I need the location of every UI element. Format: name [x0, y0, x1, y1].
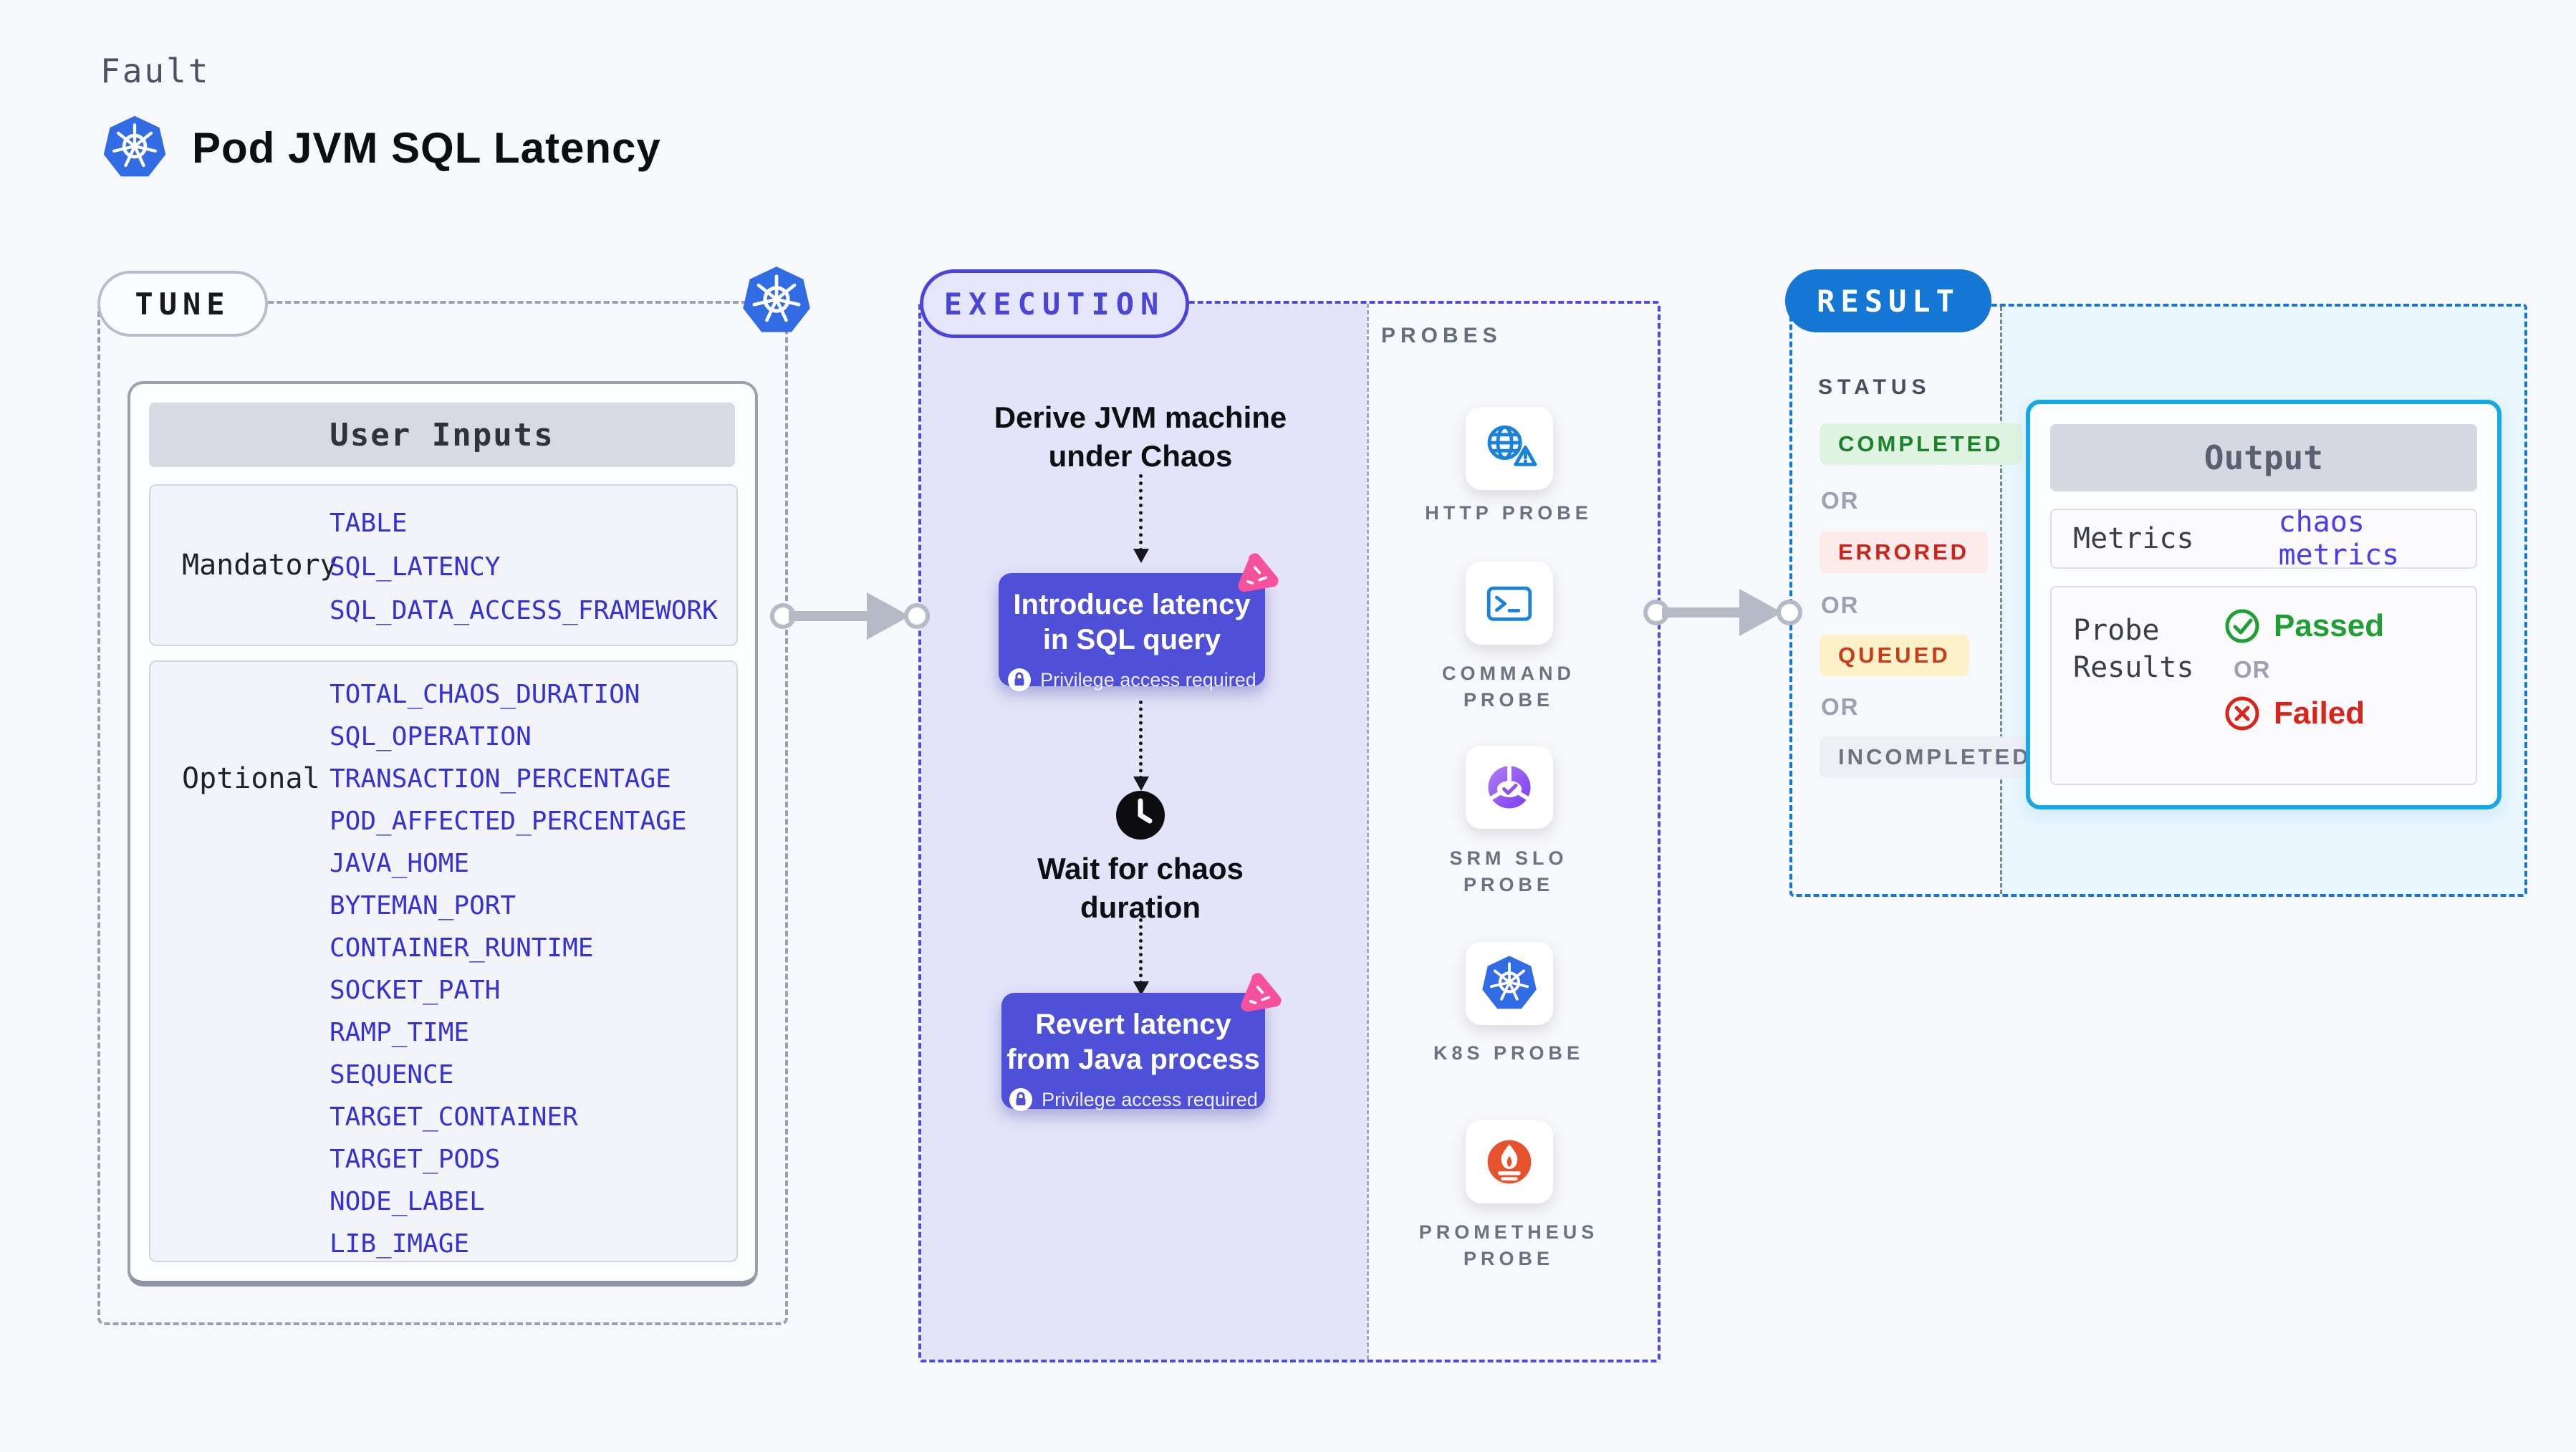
- env-var: POD_AFFECTED_PERCENTAGE: [330, 807, 687, 836]
- prometheus-probe-card: [1466, 1120, 1553, 1203]
- probe-results-label: Probe Results: [2073, 614, 2194, 684]
- env-var: RAMP_TIME: [330, 1018, 470, 1047]
- probe-label: HTTP PROBE: [1425, 502, 1592, 524]
- env-var: JAVA_HOME: [330, 849, 470, 878]
- probe-results-row: Probe Results Passed OR Failed: [2050, 586, 2477, 785]
- env-var: TOTAL_CHAOS_DURATION: [330, 680, 640, 709]
- probes-title: PROBES: [1381, 324, 1502, 347]
- or-separator: OR: [1821, 487, 1860, 514]
- failed-verdict: Failed: [2224, 695, 2384, 732]
- user-inputs-card: User Inputs Mandatory TABLE SQL_LATENCY …: [128, 381, 758, 1287]
- or-separator: OR: [1821, 693, 1860, 720]
- privilege-note-text: Privilege access required: [1042, 1088, 1258, 1110]
- status-badge-completed: COMPLETED: [1820, 423, 2022, 465]
- privilege-note: Privilege access required: [999, 668, 1265, 692]
- passed-label: Passed: [2274, 608, 2385, 643]
- env-var: SQL_DATA_ACCESS_FRAMEWORK: [330, 596, 718, 625]
- mandatory-values: TABLE SQL_LATENCY SQL_DATA_ACCESS_FRAMEW…: [330, 486, 718, 645]
- probe-label: PROMETHEUS PROBE: [1418, 1221, 1599, 1269]
- action-label: Revert latency from Java process: [1006, 1009, 1260, 1075]
- kubernetes-icon: [743, 266, 810, 332]
- clock-icon: [1116, 791, 1165, 840]
- flow-arrow-down: [1133, 474, 1149, 563]
- kubernetes-icon: [1482, 956, 1537, 1009]
- env-var: TARGET_CONTAINER: [330, 1102, 578, 1132]
- metrics-value: chaos metrics: [2278, 506, 2400, 572]
- lock-icon: [1009, 1088, 1033, 1111]
- tune-panel: [97, 301, 788, 1325]
- user-inputs-title: User Inputs: [149, 403, 735, 467]
- env-var: SEQUENCE: [330, 1060, 454, 1090]
- output-title: Output: [2050, 424, 2477, 491]
- probe-label: COMMAND PROBE: [1442, 663, 1575, 711]
- privilege-note-text: Privilege access required: [1040, 668, 1256, 691]
- k8s-probe-card: [1466, 942, 1553, 1025]
- verdicts: Passed OR Failed: [2224, 587, 2384, 784]
- metrics-label: Metrics: [2073, 522, 2194, 555]
- chaos-spark-icon: [1241, 973, 1282, 1012]
- env-var: TARGET_PODS: [330, 1145, 501, 1174]
- revert-latency-action: Revert latency from Java process Privile…: [1001, 993, 1265, 1112]
- status-badge-incompleted: INCOMPLETED: [1820, 736, 2050, 778]
- output-card: Output Metrics chaos metrics Probe Resul…: [2026, 400, 2501, 809]
- execution-probes-divider: [1367, 304, 1369, 1360]
- status-badge-errored: ERRORED: [1820, 532, 1989, 573]
- optional-inputs-group: Optional TOTAL_CHAOS_DURATION SQL_OPERAT…: [149, 660, 738, 1262]
- flow-arrow-down: [1133, 701, 1149, 791]
- env-var: CONTAINER_RUNTIME: [330, 933, 594, 963]
- derive-jvm-step: Derive JVM machine under Chaos: [994, 400, 1287, 473]
- flow-arrow-down: [1133, 918, 1149, 996]
- privilege-note: Privilege access required: [1001, 1087, 1265, 1112]
- check-circle-icon: [2225, 609, 2259, 643]
- env-var: TABLE: [330, 509, 408, 538]
- env-var: NODE_LABEL: [330, 1187, 485, 1216]
- wait-step: Wait for chaos duration: [1037, 852, 1244, 924]
- slo-gauge-icon: [1488, 764, 1531, 809]
- prometheus-flame-icon: [1487, 1140, 1532, 1184]
- tune-badge: TUNE: [97, 271, 268, 337]
- status-badge-queued: QUEUED: [1820, 635, 1969, 676]
- env-var: TRANSACTION_PERCENTAGE: [330, 764, 671, 794]
- result-badge: RESULT: [1785, 269, 1991, 332]
- env-var: SQL_OPERATION: [330, 722, 532, 751]
- env-var: LIB_IMAGE: [330, 1229, 470, 1259]
- execution-badge: EXECUTION: [920, 269, 1189, 338]
- chaos-spark-icon: [1238, 553, 1279, 592]
- or-separator: OR: [2234, 656, 2271, 683]
- kubernetes-icon: [103, 115, 166, 177]
- srm-slo-probe-card: [1466, 746, 1553, 829]
- lock-icon: [1008, 668, 1032, 691]
- connector-dot: [904, 603, 930, 629]
- connector-dot: [1777, 600, 1802, 625]
- failed-label: Failed: [2274, 696, 2365, 731]
- introduce-latency-action: Introduce latency in SQL query Privilege…: [999, 573, 1265, 691]
- probe-label: K8S PROBE: [1433, 1042, 1585, 1064]
- env-var: BYTEMAN_PORT: [330, 891, 516, 920]
- action-label: Introduce latency in SQL query: [1013, 589, 1251, 655]
- http-probe-card: [1466, 407, 1553, 490]
- x-circle-icon: [2225, 696, 2259, 731]
- mandatory-inputs-group: Mandatory TABLE SQL_LATENCY SQL_DATA_ACC…: [149, 484, 738, 646]
- terminal-icon: [1486, 586, 1532, 621]
- globe-warning-icon: [1487, 425, 1537, 466]
- arrowhead-icon: [1739, 589, 1782, 636]
- mandatory-label: Mandatory: [182, 549, 337, 582]
- env-var: SOCKET_PATH: [330, 976, 501, 1005]
- title-row: Pod JVM SQL Latency: [100, 113, 661, 182]
- fault-eyebrow: Fault: [100, 52, 211, 90]
- env-var: SQL_LATENCY: [330, 552, 501, 582]
- page-title: Pod JVM SQL Latency: [192, 123, 661, 172]
- metrics-row: Metrics chaos metrics: [2050, 506, 2477, 572]
- probe-label: SRM SLO PROBE: [1449, 847, 1568, 895]
- status-title: STATUS: [1818, 375, 1931, 399]
- result-divider: [2000, 307, 2002, 894]
- optional-label: Optional: [182, 762, 320, 795]
- command-probe-card: [1466, 562, 1553, 645]
- optional-values: TOTAL_CHAOS_DURATION SQL_OPERATION TRANS…: [330, 662, 687, 1261]
- passed-verdict: Passed: [2224, 607, 2384, 645]
- arrowhead-icon: [867, 592, 910, 640]
- or-separator: OR: [1821, 592, 1860, 618]
